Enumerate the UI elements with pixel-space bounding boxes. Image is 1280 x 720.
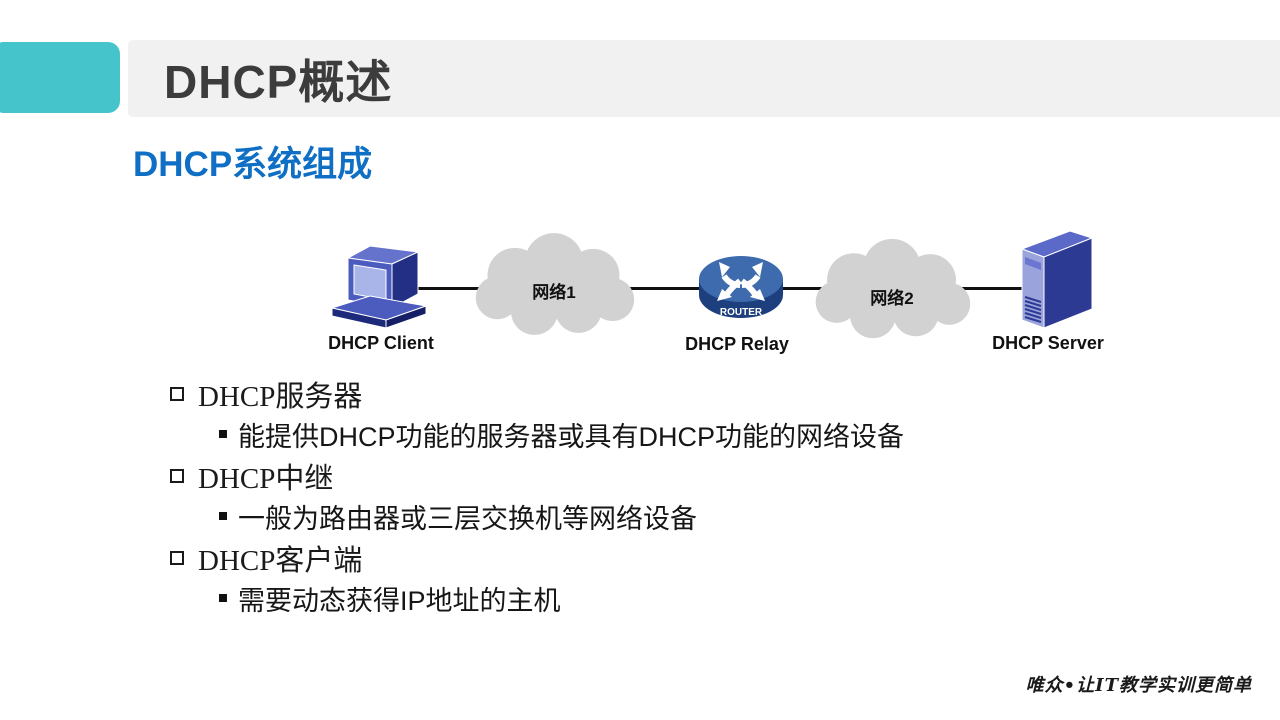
filled-square-bullet-icon — [219, 430, 227, 438]
hollow-square-bullet-icon — [170, 469, 184, 483]
footer-slogan: 唯众•让IT教学实训更简单 — [1025, 675, 1252, 696]
filled-square-bullet-icon — [219, 512, 227, 520]
list-item: DHCP服务器 — [170, 376, 1130, 413]
network2-label: 网络2 — [870, 289, 914, 308]
list-item-label: DHCP服务器 — [198, 381, 363, 413]
router-device-text: ROUTER — [720, 307, 763, 318]
list-subitem-label: 能提供DHCP功能的服务器或具有DHCP功能的网络设备 — [238, 421, 905, 452]
bullet-list: DHCP服务器 能提供DHCP功能的服务器或具有DHCP功能的网络设备 DHCP… — [170, 376, 1130, 622]
network1-cloud: 网络1 — [466, 231, 642, 339]
router-icon: ROUTER — [699, 256, 783, 318]
dhcp-client-node — [330, 236, 445, 336]
dhcp-server-node — [1014, 227, 1100, 333]
list-subitem: 能提供DHCP功能的服务器或具有DHCP功能的网络设备 — [219, 416, 1130, 452]
server-label: DHCP Server — [992, 333, 1104, 353]
hollow-square-bullet-icon — [170, 551, 184, 565]
hollow-square-bullet-icon — [170, 387, 184, 401]
client-label: DHCP Client — [328, 333, 434, 353]
filled-square-bullet-icon — [219, 594, 227, 602]
header-bar: DHCP概述 — [128, 40, 1280, 117]
server-icon — [1020, 230, 1094, 329]
list-subitem-label: 一般为路由器或三层交换机等网络设备 — [238, 503, 697, 534]
cloud-icon — [475, 233, 635, 335]
dhcp-relay-node: ROUTER — [696, 252, 786, 326]
list-subitem: 需要动态获得IP地址的主机 — [219, 580, 1130, 616]
page-title: DHCP概述 — [164, 55, 393, 108]
list-subitem-label: 需要动态获得IP地址的主机 — [238, 585, 561, 616]
computer-icon — [330, 245, 428, 329]
cloud-icon — [815, 238, 971, 339]
list-item-label: DHCP客户端 — [198, 545, 363, 577]
list-item-label: DHCP中继 — [198, 463, 334, 495]
list-subitem: 一般为路由器或三层交换机等网络设备 — [219, 498, 1130, 534]
section-subtitle: DHCP系统组成 — [133, 145, 373, 184]
list-item: DHCP中继 — [170, 458, 1130, 495]
network2-cloud: 网络2 — [806, 237, 978, 342]
list-item: DHCP客户端 — [170, 540, 1130, 577]
network1-label: 网络1 — [532, 283, 576, 302]
relay-label: DHCP Relay — [685, 334, 789, 354]
header-accent-bar — [0, 42, 120, 113]
